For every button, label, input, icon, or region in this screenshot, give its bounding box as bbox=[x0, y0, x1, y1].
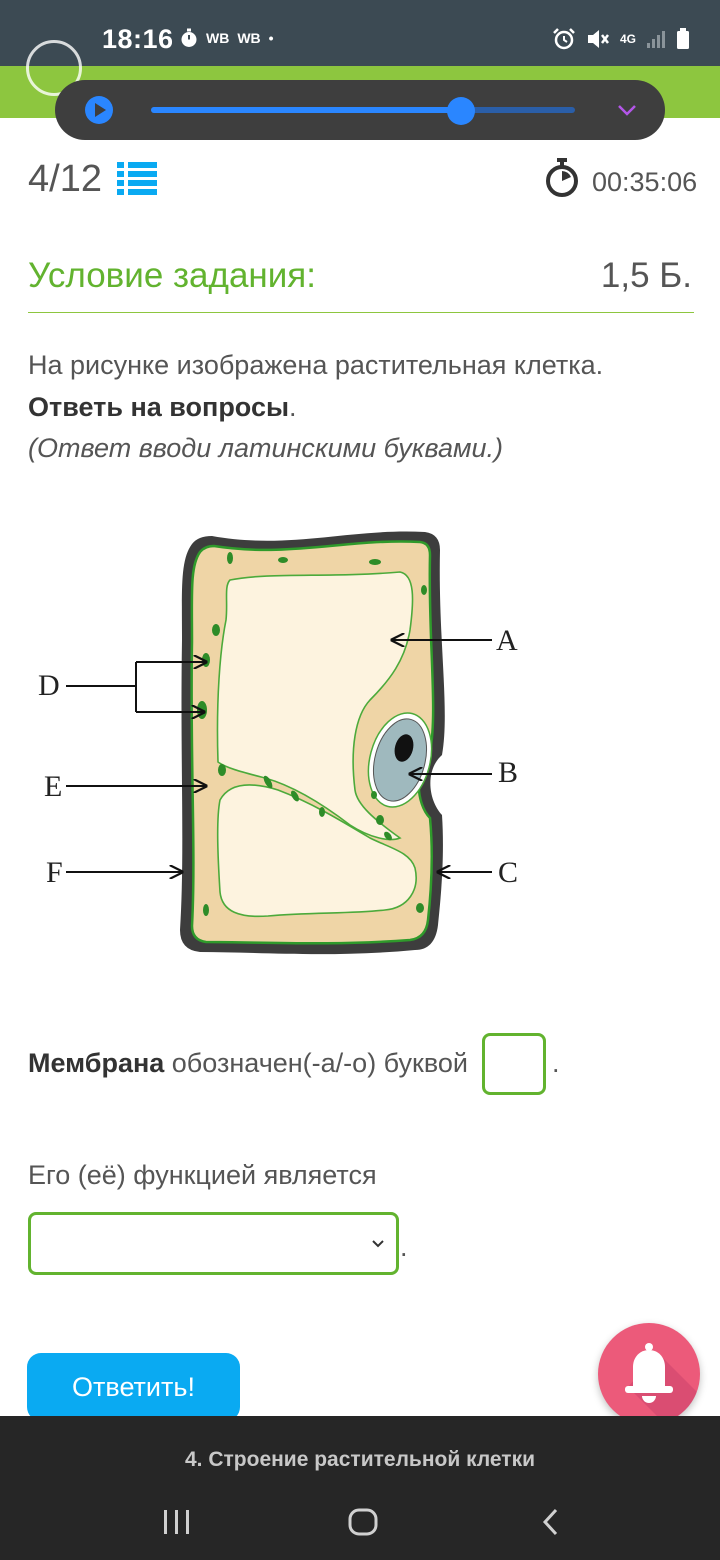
label-f: F bbox=[46, 856, 63, 889]
stopwatch-icon bbox=[181, 28, 197, 47]
pointer-lines bbox=[66, 640, 492, 872]
recent-apps-icon[interactable] bbox=[162, 1508, 192, 1536]
progress-thumb[interactable] bbox=[446, 97, 475, 125]
lesson-title: 4. Строение растительной клетки bbox=[184, 1448, 536, 1471]
notification-button[interactable] bbox=[598, 1323, 700, 1425]
divider bbox=[28, 312, 694, 313]
battery-icon bbox=[677, 28, 689, 49]
alarm-icon bbox=[553, 28, 575, 50]
answer-letter-input[interactable] bbox=[482, 1033, 546, 1095]
status-left-icons: WB WB • bbox=[180, 28, 274, 48]
back-icon[interactable] bbox=[540, 1508, 562, 1536]
wb-icon: WB bbox=[206, 30, 230, 46]
question2-text: Его (её) функцией является bbox=[28, 1160, 377, 1190]
label-b: B bbox=[498, 756, 518, 789]
progress-fill bbox=[151, 107, 461, 113]
vacuole bbox=[216, 571, 414, 841]
question2-tail: . bbox=[400, 1232, 408, 1262]
status-bar: 18:16 WB WB • 4G bbox=[0, 0, 720, 66]
question1-rest: обозначен(-а/-о) буквой bbox=[164, 1048, 469, 1078]
label-a: A bbox=[496, 624, 518, 657]
label-e: E bbox=[44, 770, 62, 803]
audio-player bbox=[55, 80, 665, 140]
chevron-down-icon bbox=[372, 1240, 384, 1248]
list-icon[interactable] bbox=[117, 160, 157, 198]
vacuole-lower bbox=[216, 784, 417, 918]
task-title: Условие задания: bbox=[28, 256, 316, 295]
mute-icon bbox=[587, 30, 609, 48]
timer-value: 00:35:06 bbox=[592, 167, 698, 197]
bell-icon bbox=[625, 1343, 700, 1425]
signal-icon bbox=[647, 31, 665, 48]
question1-tail: . bbox=[552, 1048, 560, 1078]
task-text-line2: Ответь на вопросы. bbox=[28, 392, 297, 423]
question1-bold: Мембрана bbox=[28, 1048, 165, 1078]
plant-cell-figure: A B C D E F bbox=[38, 531, 518, 955]
chevron-down-icon[interactable] bbox=[615, 98, 639, 122]
status-time: 18:16 bbox=[102, 24, 174, 54]
task-text-tail: . bbox=[289, 392, 297, 422]
progress-slider[interactable] bbox=[151, 107, 575, 113]
function-select[interactable] bbox=[28, 1212, 399, 1275]
status-right-icons: 4G bbox=[552, 28, 690, 50]
bottom-bar: 4. Строение растительной клетки bbox=[0, 1416, 720, 1560]
dot-icon: • bbox=[268, 30, 274, 46]
task-text-line1: На рисунке изображена растительная клетк… bbox=[28, 350, 604, 380]
task-text-bold: Ответь на вопросы bbox=[28, 392, 290, 422]
stopwatch-icon bbox=[546, 158, 578, 197]
home-icon[interactable] bbox=[348, 1508, 378, 1536]
question-counter: 4/12 bbox=[28, 158, 102, 200]
task-points: 1,5 Б. bbox=[600, 256, 692, 295]
submit-button[interactable]: Ответить! bbox=[27, 1353, 240, 1421]
back-button[interactable] bbox=[26, 40, 82, 96]
nucleolus bbox=[394, 734, 414, 762]
wb-icon: WB bbox=[237, 30, 261, 46]
question1-text: Мембрана обозначен(-а/-о) буквой bbox=[28, 1048, 468, 1079]
label-c: C bbox=[498, 856, 518, 889]
label-d: D bbox=[38, 669, 60, 702]
play-icon[interactable] bbox=[85, 96, 113, 124]
task-text-hint: (Ответ вводи латинскими буквами.) bbox=[28, 433, 504, 463]
network-4g-icon: 4G bbox=[619, 31, 636, 46]
